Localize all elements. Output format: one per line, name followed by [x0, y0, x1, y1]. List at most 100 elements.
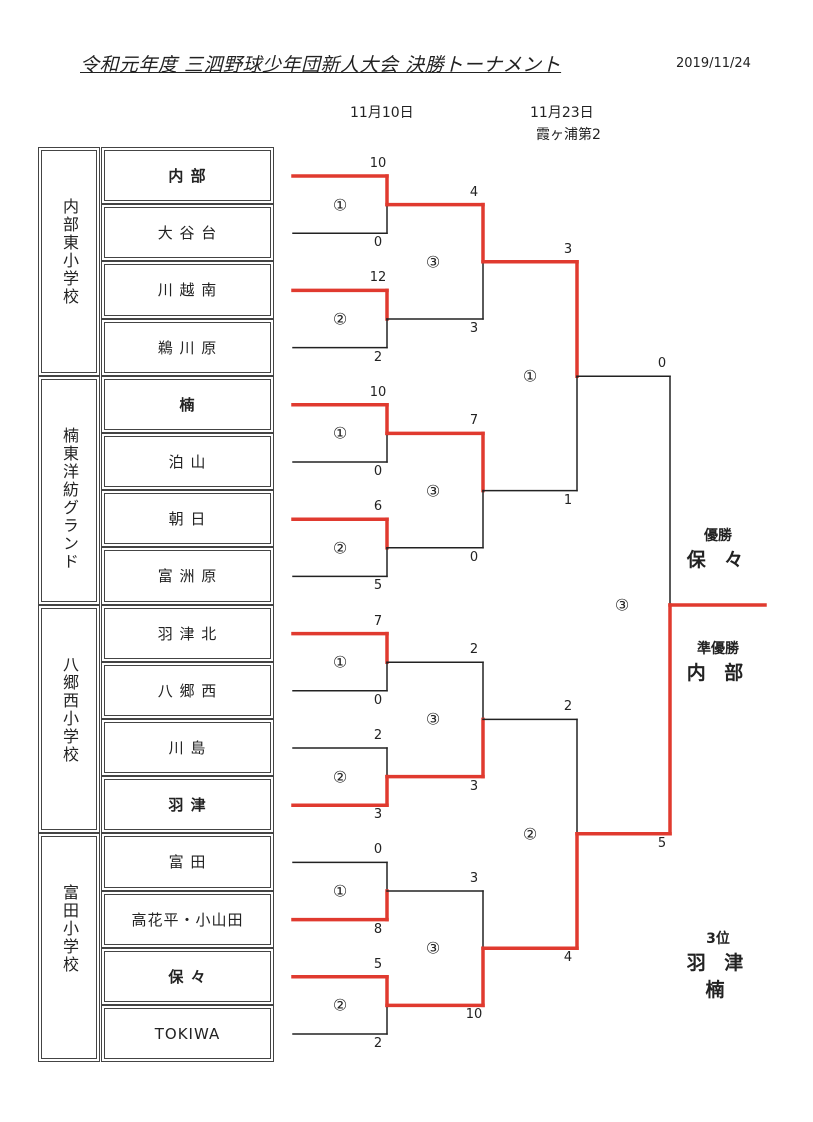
match-number: ② — [332, 309, 348, 329]
team-name: 川 越 南 — [157, 281, 218, 300]
score-bottom: 2 — [373, 1036, 383, 1051]
venue-cell: 富田小学校 — [38, 833, 100, 1063]
third-place-name-1: 羽 津 — [686, 952, 750, 974]
venue-name: 内部東小学校 — [60, 198, 79, 306]
score-top: 4 — [469, 184, 479, 200]
score-top: 6 — [373, 499, 383, 515]
score-bottom: 0 — [469, 549, 479, 565]
team-cell: 羽 津 — [101, 776, 274, 834]
team-cell: 朝 日 — [101, 490, 274, 548]
match-number: ③ — [425, 938, 441, 958]
team-name: 羽 津 — [168, 796, 207, 815]
round2-date: 11月23日 — [530, 105, 594, 121]
score-top: 7 — [469, 413, 479, 429]
venue-name: 富田小学校 — [60, 884, 79, 975]
team-cell: 羽 津 北 — [101, 604, 274, 662]
team-name: 内 部 — [168, 167, 207, 186]
score-top: 12 — [369, 270, 387, 286]
score-bottom: 3 — [373, 807, 383, 823]
team-name: 泊 山 — [168, 453, 207, 472]
team-name: 八 郷 西 — [157, 681, 218, 700]
third-place-block: 3位 羽 津 楠 — [687, 928, 750, 1002]
score-bottom: 0 — [373, 464, 383, 479]
team-cell: TOKIWA — [101, 1005, 274, 1063]
runner-up-label: 準優勝 — [697, 641, 739, 657]
score-top: 7 — [373, 613, 383, 629]
score-top: 5 — [373, 956, 383, 972]
team-name: 羽 津 北 — [157, 624, 218, 643]
score-top: 10 — [369, 156, 387, 171]
venue-cell: 八郷西小学校 — [38, 604, 100, 834]
venue-name: 八郷西小学校 — [60, 655, 79, 764]
score-top: 3 — [563, 241, 573, 257]
team-name: 朝 日 — [168, 510, 207, 529]
document-date: 2019/11/24 — [676, 56, 751, 71]
team-cell: 富 洲 原 — [101, 547, 274, 605]
team-cell: 富 田 — [101, 833, 274, 891]
team-name: 楠 — [179, 395, 196, 414]
champion-name: 保 々 — [686, 549, 750, 571]
team-cell: 楠 — [101, 375, 274, 433]
team-cell: 川 越 南 — [101, 261, 274, 319]
score-bottom: 5 — [373, 578, 383, 594]
team-name: 富 田 — [168, 853, 207, 872]
team-cell: 保 々 — [101, 947, 274, 1005]
team-name: 富 洲 原 — [157, 567, 218, 586]
match-number: ① — [332, 423, 348, 443]
score-bottom: 1 — [563, 492, 573, 508]
score-top: 3 — [469, 871, 479, 886]
match-number: ② — [332, 995, 348, 1015]
score-top: 10 — [369, 384, 387, 400]
team-cell: 鵜 川 原 — [101, 318, 274, 376]
score-bottom: 3 — [469, 778, 479, 794]
score-bottom: 3 — [469, 321, 479, 336]
round2-venue: 霞ヶ浦第2 — [536, 127, 601, 143]
team-cell: 泊 山 — [101, 433, 274, 491]
score-bottom: 5 — [657, 835, 667, 851]
match-number: ② — [332, 538, 348, 558]
match-number: ① — [522, 366, 538, 386]
team-name: 大 谷 台 — [157, 224, 218, 243]
team-cell: 川 島 — [101, 719, 274, 777]
round1-date: 11月10日 — [350, 105, 414, 121]
venue-name: 楠東洋紡グランド — [60, 426, 79, 571]
score-bottom: 0 — [373, 692, 383, 708]
team-name: 高花平・小山田 — [131, 910, 244, 929]
team-name: 鵜 川 原 — [157, 338, 218, 357]
team-cell: 高花平・小山田 — [101, 890, 274, 948]
match-number: ② — [332, 767, 348, 787]
score-bottom: 2 — [373, 349, 383, 365]
team-name: 川 島 — [168, 739, 207, 758]
score-top: 2 — [469, 642, 479, 658]
team-cell: 大 谷 台 — [101, 204, 274, 262]
team-cell: 八 郷 西 — [101, 661, 274, 719]
match-number: ② — [522, 824, 538, 844]
match-number: ① — [332, 652, 348, 672]
score-bottom: 10 — [465, 1007, 483, 1023]
score-top: 0 — [657, 356, 667, 372]
match-number: ① — [332, 195, 348, 215]
score-top: 2 — [563, 699, 573, 715]
venue-cell: 楠東洋紡グランド — [38, 375, 100, 605]
score-bottom: 4 — [563, 950, 573, 966]
match-number: ③ — [614, 595, 630, 615]
score-top: 2 — [373, 728, 383, 743]
third-place-name-2: 楠 — [705, 979, 731, 1001]
third-place-label: 3位 — [706, 931, 730, 947]
match-number: ③ — [425, 709, 441, 729]
score-bottom: 8 — [373, 921, 383, 937]
page-title: 令和元年度 三泗野球少年団新人大会 決勝トーナメント — [80, 54, 562, 76]
team-name: TOKIWA — [154, 1024, 221, 1043]
champion-label: 優勝 — [704, 528, 732, 544]
match-number: ③ — [425, 252, 441, 272]
team-name: 保 々 — [168, 967, 207, 986]
team-cell: 内 部 — [101, 147, 274, 205]
score-top: 0 — [373, 842, 383, 858]
champion-block: 優勝 保 々 — [687, 525, 750, 572]
match-number: ① — [332, 881, 348, 901]
score-bottom: 0 — [373, 235, 383, 251]
match-number: ③ — [425, 481, 441, 501]
runner-up-block: 準優勝 内 部 — [687, 638, 750, 685]
venue-cell: 内部東小学校 — [38, 147, 100, 376]
